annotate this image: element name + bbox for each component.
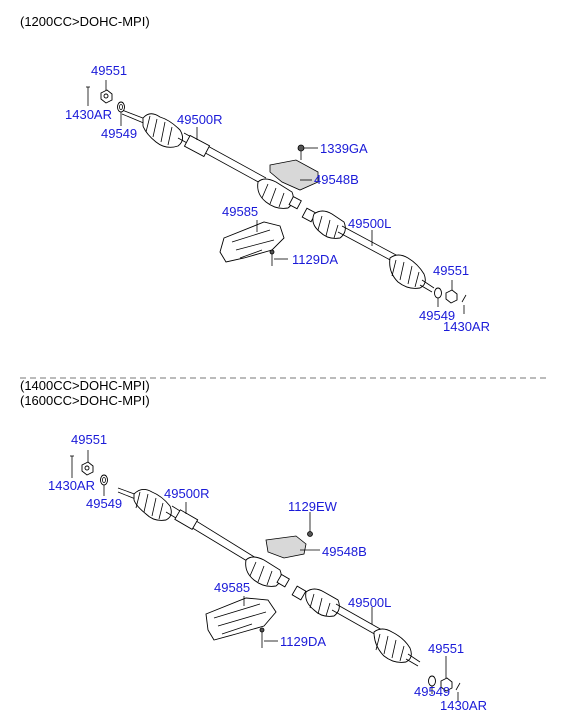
label-49500l-shaft[interactable]: 49500L: [348, 595, 391, 610]
castle-nut-bottom-drawing: [445, 289, 458, 304]
label-1430ar-pin-bottom[interactable]: 1430AR: [443, 319, 490, 334]
label-49551-nut-top[interactable]: 49551: [71, 432, 107, 447]
washer-top-drawing: [100, 474, 108, 486]
label-1129da-bolt[interactable]: 1129DA: [292, 252, 338, 267]
label-1430ar-pin-top[interactable]: 1430AR: [48, 478, 95, 493]
label-1129da-bolt[interactable]: 1129DA: [280, 634, 326, 649]
castle-nut-bottom-drawing: [440, 677, 453, 692]
washer-top-drawing: [117, 101, 125, 113]
label-49549-washer-bottom[interactable]: 49549: [419, 308, 455, 323]
leader-lines: [87, 80, 465, 314]
label-49549-washer-bottom[interactable]: 49549: [414, 684, 450, 699]
label-49548b-bracket[interactable]: 49548B: [322, 544, 367, 559]
label-49585-heat-shield[interactable]: 49585: [214, 580, 250, 595]
label-1339ga-bolt[interactable]: 1339GA: [320, 141, 368, 156]
washer-bottom-drawing: [434, 287, 442, 299]
bolt-upper-drawing: [297, 144, 305, 152]
label-49548b-bracket[interactable]: 49548B: [314, 172, 359, 187]
label-1129ew-bolt[interactable]: 1129EW: [288, 499, 338, 514]
split-pin-bottom-drawing: [461, 294, 467, 303]
leader-lines: [71, 450, 459, 702]
label-49500l-shaft[interactable]: 49500L: [348, 216, 391, 231]
hardware-drawings: [86, 86, 467, 304]
bracket-upper-drawing: [269, 159, 319, 191]
label-49500r-shaft[interactable]: 49500R: [177, 112, 223, 127]
engine-variant-header: (1400CC>DOHC-MPI): [20, 378, 150, 393]
engine-variant-header: (1200CC>DOHC-MPI): [20, 14, 150, 29]
label-49551-nut-bottom[interactable]: 49551: [428, 641, 464, 656]
split-pin-bottom-drawing: [455, 682, 461, 691]
label-1430ar-pin-bottom[interactable]: 1430AR: [440, 698, 487, 713]
hardware-drawings: [70, 455, 461, 692]
drive-shaft-left-drawing: [291, 585, 421, 667]
bracket-upper-drawing: [265, 535, 307, 559]
label-49549-washer-top[interactable]: 49549: [86, 496, 122, 511]
drive-shaft-left-drawing: [301, 207, 435, 293]
label-49549-washer-top[interactable]: 49549: [101, 126, 137, 141]
drive-shaft-right-drawing: [121, 109, 302, 210]
drive-shaft-right-drawing: [117, 487, 290, 588]
label-49500r-shaft[interactable]: 49500R: [164, 486, 210, 501]
heat-shield-drawing: [219, 221, 285, 263]
label-49585-heat-shield[interactable]: 49585: [222, 204, 258, 219]
label-49551-nut-top[interactable]: 49551: [91, 63, 127, 78]
engine-variant-header: (1600CC>DOHC-MPI): [20, 393, 150, 408]
label-49551-nut-bottom[interactable]: 49551: [433, 263, 469, 278]
label-1430ar-pin-top[interactable]: 1430AR: [65, 107, 112, 122]
